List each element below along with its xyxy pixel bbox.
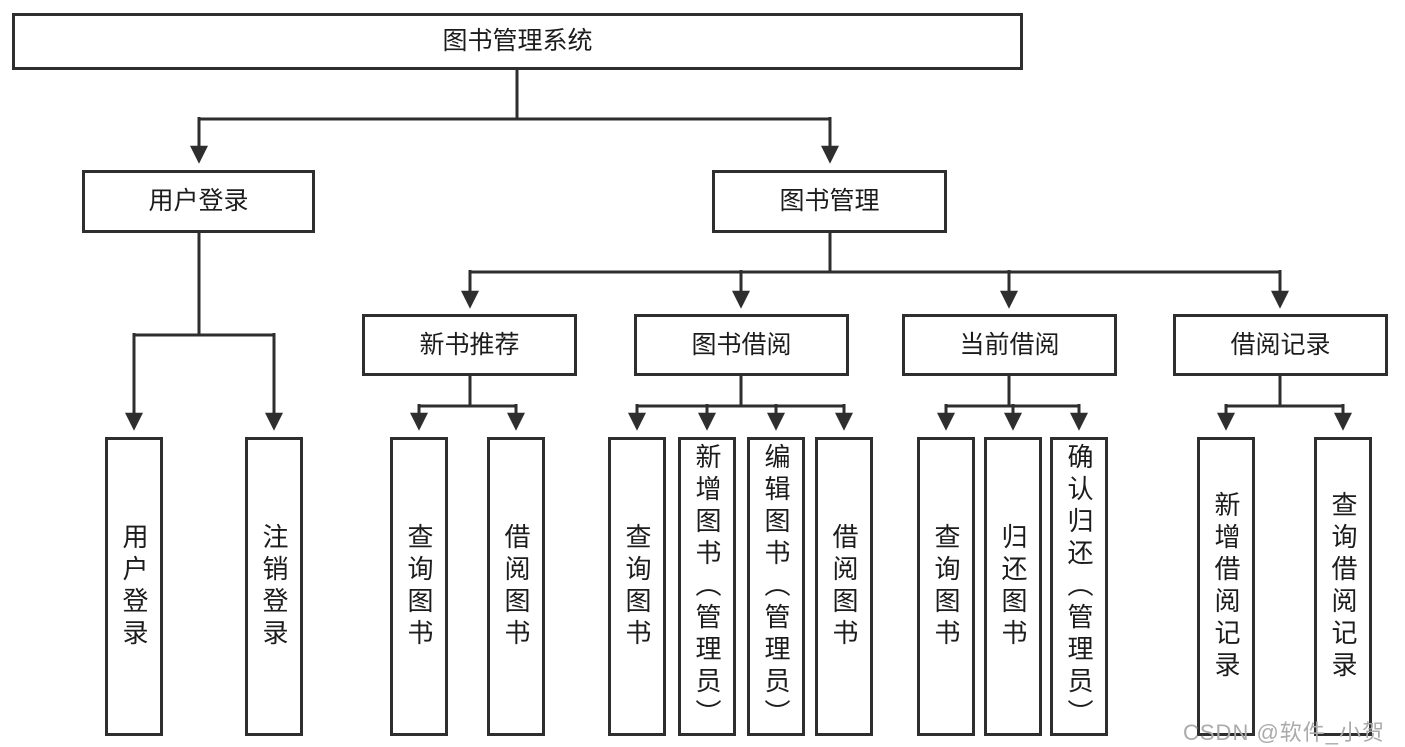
- node-current-borrowing: 当前借阅: [902, 314, 1117, 376]
- connector-borrowing-records-children: [1217, 376, 1352, 431]
- node-borrowing-records: 借阅记录: [1173, 314, 1388, 376]
- leaf-add-borrowing-record: 新增借阅记录: [1197, 437, 1255, 736]
- leaf-query-borrowing-record: 查询借阅记录: [1314, 437, 1372, 736]
- node-user-login: 用户登录: [82, 170, 315, 233]
- connector-root-to-level2: [190, 70, 839, 164]
- leaf-newbook-borrow-books: 借阅图书: [487, 437, 545, 736]
- leaf-newbook-query-books: 查询图书: [390, 437, 448, 736]
- node-book-management: 图书管理: [712, 170, 947, 233]
- leaf-borrowing-borrow-books: 借阅图书: [815, 437, 873, 736]
- leaf-user-login: 用户登录: [105, 437, 163, 736]
- node-library-management-system: 图书管理系统: [12, 13, 1023, 70]
- leaf-add-book-admin: 新增图书（管理员）: [678, 437, 736, 736]
- leaf-edit-book-admin: 编辑图书（管理员）: [747, 437, 805, 736]
- leaf-current-query-books: 查询图书: [917, 437, 975, 736]
- connector-book-borrowing-children: [628, 376, 853, 431]
- leaf-confirm-return-admin: 确认归还（管理员）: [1050, 437, 1108, 736]
- watermark: CSDN @软件_小贺同学: [1183, 720, 1386, 745]
- connector-user-login-children: [125, 233, 283, 431]
- connector-new-book-children: [410, 376, 525, 431]
- leaf-logout: 注销登录: [245, 437, 303, 736]
- leaf-borrowing-query-books: 查询图书: [608, 437, 666, 736]
- connector-book-management-children: [461, 233, 1289, 309]
- connector-current-borrowing-children: [937, 376, 1088, 431]
- node-new-book-recommendation: 新书推荐: [362, 314, 577, 376]
- leaf-return-book: 归还图书: [984, 437, 1042, 736]
- node-book-borrowing: 图书借阅: [634, 314, 849, 376]
